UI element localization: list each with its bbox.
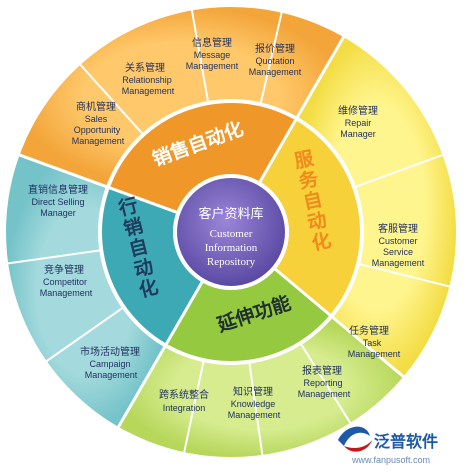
center-en-line-3: Repository [207, 256, 256, 268]
module-message: 信息管理 Message Management [186, 36, 239, 71]
module-label-en: Service [383, 247, 413, 257]
module-divider [7, 249, 100, 265]
outer-edge [4, 5, 458, 459]
module-label-en: Campaign [89, 359, 130, 369]
module-reporting: 报表管理 Reporting Management [298, 364, 351, 399]
module-divider [248, 363, 264, 456]
module-label-zh: 竞争管理 [44, 263, 84, 276]
module-label-en: Reporting [303, 378, 342, 388]
center-en-line-2: Information [205, 242, 258, 254]
module-quotation: 报价管理 Quotation Management [249, 42, 302, 77]
module-label-zh: 维修管理 [338, 104, 378, 117]
center-hub [177, 178, 285, 286]
sector-divider [258, 35, 346, 183]
module-competitor: 竞争管理 Competitor Management [40, 263, 93, 298]
module-labels: 信息管理 Message Management 报价管理 Quotation M… [28, 36, 425, 420]
module-label-en: Manager [340, 129, 376, 139]
module-divider [259, 11, 283, 103]
module-label-en: Management [40, 288, 93, 298]
inner-segment-marketing [99, 187, 202, 346]
inner-segment-service [260, 118, 363, 317]
module-label-en: Competitor [43, 277, 87, 287]
module-customer-service: 客服管理 Customer Service Management [372, 222, 425, 268]
outer-segment-sales [18, 5, 345, 188]
module-label-zh: 报价管理 [255, 42, 295, 55]
module-label-en: Management [298, 389, 351, 399]
module-label-en: Sales [85, 114, 108, 124]
module-label-en: Knowledge [231, 399, 276, 409]
module-knowledge: 知识管理 Knowledge Management [228, 385, 281, 420]
module-task: 任务管理 Task Management [348, 324, 401, 359]
module-label-zh: 客服管理 [378, 222, 418, 235]
module-divider [183, 361, 205, 454]
module-label-en: Repair [345, 118, 372, 128]
sector-divider [18, 153, 178, 214]
module-label-zh: 跨系统整合 [159, 388, 209, 401]
module-label-zh: 报表管理 [302, 364, 342, 377]
brand-name: 泛普软件 [374, 432, 438, 451]
module-divider [79, 63, 143, 134]
sector-divider [116, 281, 204, 429]
module-label-en: Integration [163, 403, 206, 413]
module-repair: 维修管理 Repair Manager [338, 104, 378, 139]
module-label-en: Management [122, 86, 175, 96]
module-label-en: Opportunity [74, 125, 121, 135]
center-title: 客户资料库 [198, 206, 263, 222]
module-label-en: Management [186, 61, 239, 71]
module-relationship: 关系管理 Relationship Management [122, 61, 175, 96]
outer-segment-service [296, 36, 457, 378]
module-campaign: 市场活动管理 Campaign Management [80, 345, 140, 380]
module-integration: 跨系统整合 Integration [159, 388, 209, 413]
module-label-en: Management [85, 370, 138, 380]
outer-module-ring [4, 5, 457, 458]
center-en-line-1: Customer [210, 228, 253, 240]
module-label-en: Relationship [122, 75, 172, 85]
module-divider [300, 344, 352, 425]
module-label-en: Management [72, 136, 125, 146]
module-divider [45, 307, 123, 363]
module-label-zh: 市场活动管理 [80, 345, 140, 358]
module-label-en: Customer [378, 236, 417, 246]
module-label-en: Management [228, 410, 281, 420]
module-label-en: Message [194, 50, 231, 60]
brand-url: www.fanpusoft.com [351, 455, 430, 465]
module-label-zh: 商机管理 [76, 100, 116, 113]
module-label-en: Direct Selling [31, 197, 84, 207]
module-label-zh: 直销信息管理 [28, 183, 88, 196]
brand-logo: 泛普软件 www.fanpusoft.com [338, 426, 438, 465]
module-label-en: Management [249, 67, 302, 77]
inner-segment-extension [165, 269, 332, 364]
module-label-en: Quotation [255, 56, 294, 66]
module-divider [359, 263, 451, 288]
module-label-zh: 知识管理 [233, 385, 273, 398]
sector-divider [274, 268, 406, 379]
module-label-zh: 信息管理 [192, 36, 232, 49]
module-direct-selling: 直销信息管理 Direct Selling Manager [28, 183, 88, 218]
module-sales-opportunity: 商机管理 Sales Opportunity Management [72, 100, 125, 146]
module-divider [190, 9, 209, 102]
ring-separator [98, 99, 364, 365]
module-label-en: Management [372, 258, 425, 268]
inner-segment-sales [107, 101, 297, 213]
sector-dividers [7, 9, 451, 456]
brand-swoosh-accent-icon [344, 440, 372, 452]
module-label-zh: 任务管理 [349, 324, 389, 337]
module-label-zh: 关系管理 [125, 61, 165, 74]
module-label-en: Management [348, 349, 401, 359]
inner-sector-ring [4, 5, 458, 459]
module-label-en: Task [363, 338, 382, 348]
brand-swoosh-icon [338, 426, 370, 446]
module-label-en: Manager [40, 208, 76, 218]
module-divider [355, 153, 444, 188]
